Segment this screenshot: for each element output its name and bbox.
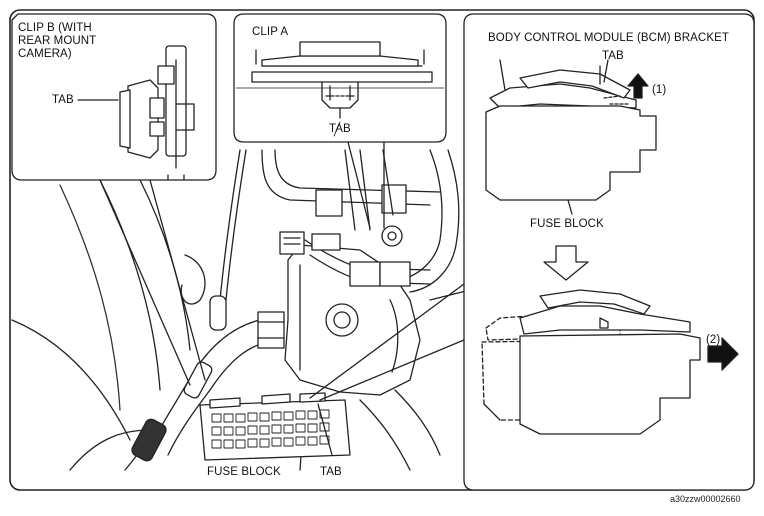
label-clip-a-tab: TAB [329,123,351,135]
label-step-1: (1) [652,84,667,96]
label-clip-b-tab: TAB [52,94,74,106]
up-arrow-icon [627,73,649,99]
clip-a-inset [233,13,447,229]
label-bottom-tab: TAB [320,466,342,478]
bcm-inset [309,13,755,491]
label-fuse-block-bottom: FUSE BLOCK [207,466,281,478]
fuse-block-bottom [199,392,351,461]
down-arrow-icon [543,245,589,281]
label-bcm-bracket: BODY CONTROL MODULE (BCM) BRACKET [488,32,729,44]
clip-b-inset [11,13,217,386]
figure-code: a30zzw00002660 [670,494,741,504]
label-step-2: (2) [706,334,721,346]
label-clip-a: CLIP A [252,26,289,38]
label-fuse-block-right: FUSE BLOCK [530,218,604,230]
main-illustration [11,149,471,471]
bcm-state-1 [485,59,657,215]
label-clip-b: CLIP B (WITH REAR MOUNT CAMERA) [18,22,97,60]
right-arrow-icon [707,337,739,371]
label-bcm-tab: TAB [602,50,624,62]
bcm-state-2 [481,289,701,435]
